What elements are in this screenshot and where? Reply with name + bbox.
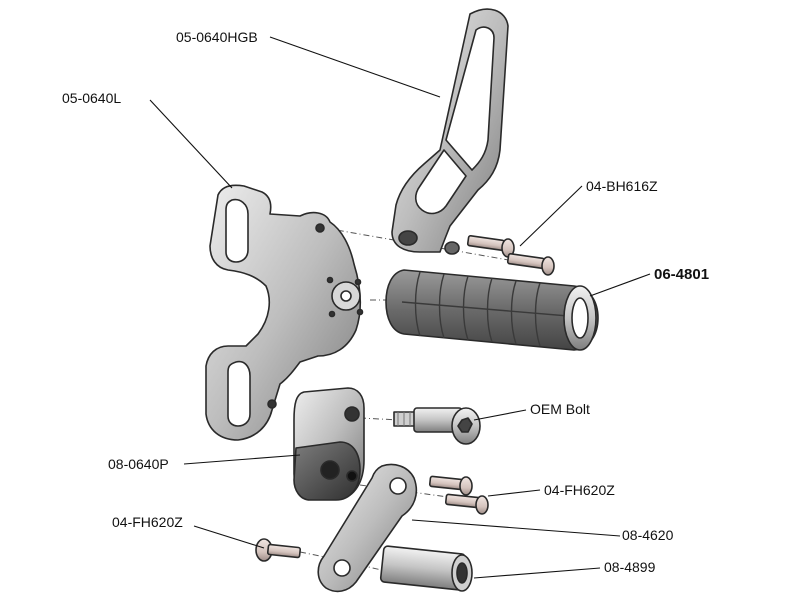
link-arm-part <box>317 463 418 593</box>
heel-guard-part <box>391 8 509 255</box>
label-screw-top: 04-BH616Z <box>586 178 658 194</box>
leader-lines <box>149 36 651 579</box>
flat-head-screw-left <box>255 538 302 562</box>
label-screw-left: 04-FH620Z <box>112 514 183 530</box>
callout-labels: 05-0640HGB 05-0640L 04-BH616Z 06-4801 OE… <box>62 29 709 575</box>
label-left-bracket: 05-0640L <box>62 90 121 106</box>
label-link-arm: 08-4620 <box>622 527 674 543</box>
button-head-screws <box>466 235 555 276</box>
label-oem-bolt: OEM Bolt <box>530 401 590 417</box>
label-heel-guard: 05-0640HGB <box>176 29 258 45</box>
label-footpeg-rubber: 06-4801 <box>654 266 709 283</box>
label-screw-right: 04-FH620Z <box>544 482 615 498</box>
oem-bolt-part <box>393 407 481 445</box>
flat-head-screws-right <box>428 475 489 515</box>
footpeg-rubber-part <box>385 269 599 351</box>
left-bracket-part <box>205 184 364 441</box>
pivot-block-part <box>293 387 365 501</box>
label-spacer: 08-4899 <box>604 559 656 575</box>
spacer-part <box>379 545 473 592</box>
label-pivot-block: 08-0640P <box>108 456 169 472</box>
